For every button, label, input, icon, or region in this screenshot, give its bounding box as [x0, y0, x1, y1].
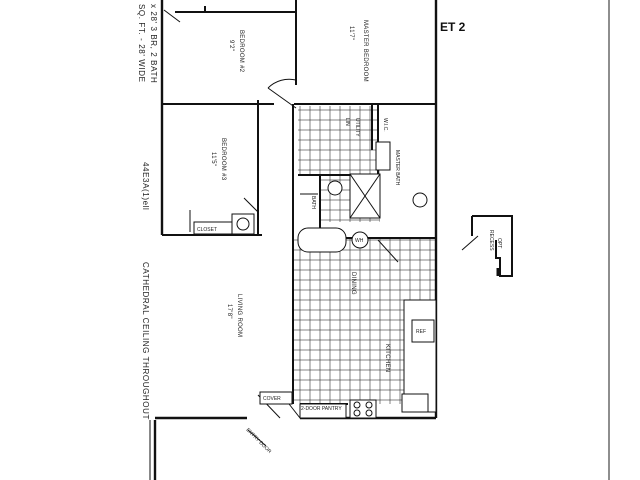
pantry-label: 2-DOOR PANTRY: [301, 406, 342, 412]
spec-line1: x 28' 3 BR, 2 BATH: [149, 4, 158, 84]
ceiling-note: CATHEDRAL CEILING THROUGHOUT: [141, 262, 150, 420]
wic-label: W.I.C.: [382, 118, 388, 132]
sheet-label: ET 2: [440, 20, 466, 34]
entry-arrow: [247, 429, 267, 447]
bath-tile-floor: [298, 106, 378, 176]
toilet: [327, 180, 343, 196]
master-bath-label: MASTER BATH: [394, 150, 400, 186]
dining-label: DINING: [350, 272, 356, 295]
bedroom3-size: 11'5": [210, 152, 216, 166]
bedroom3-name: BEDROOM #3: [220, 138, 226, 181]
utility-label: UTILITY: [354, 118, 360, 137]
ref-label: REF: [416, 329, 426, 335]
cover-box: [259, 391, 293, 405]
opt-recess-line1: OPT: [496, 238, 502, 248]
bedroom2-name: BEDROOM #2: [238, 30, 244, 73]
living-room-size: 17'8": [226, 304, 232, 319]
bedroom2-size: 9'2": [228, 40, 234, 51]
linen-label: LIN: [344, 118, 350, 126]
kitchen-sink: [401, 393, 429, 413]
spec-model: 44E3A(1)ell: [141, 162, 150, 211]
opt-recess-line2: RECESS: [488, 230, 494, 251]
wh-label: WH: [355, 238, 364, 244]
linen-shelves: [375, 141, 391, 171]
bath-fixtures: [297, 141, 428, 253]
bath-label: BATH: [310, 196, 316, 209]
range: [349, 399, 377, 419]
refrigerator: [411, 319, 435, 343]
kitchen-label: KITCHEN: [384, 344, 390, 372]
master-bedroom-name: MASTER BEDROOM: [362, 20, 368, 82]
pantry-box: [299, 403, 347, 419]
opt-recess-outline: [471, 215, 513, 277]
entry-label: ENTRY DOOR: [245, 427, 273, 455]
master-sink: [412, 192, 428, 208]
opt-recess-arrow: [461, 235, 479, 251]
sink: [351, 231, 369, 249]
master-bedroom-size: 11'7": [348, 26, 354, 40]
kitchen-fixtures: [193, 213, 437, 419]
tub: [297, 227, 347, 253]
spec-line2: SQ. FT. - 28' WIDE: [137, 4, 146, 83]
cover-label: COVER: [263, 396, 281, 402]
kitchen-counter: [403, 299, 437, 413]
closet-label: CLOSET: [197, 227, 217, 233]
living-room-name: LIVING ROOM: [236, 294, 242, 337]
